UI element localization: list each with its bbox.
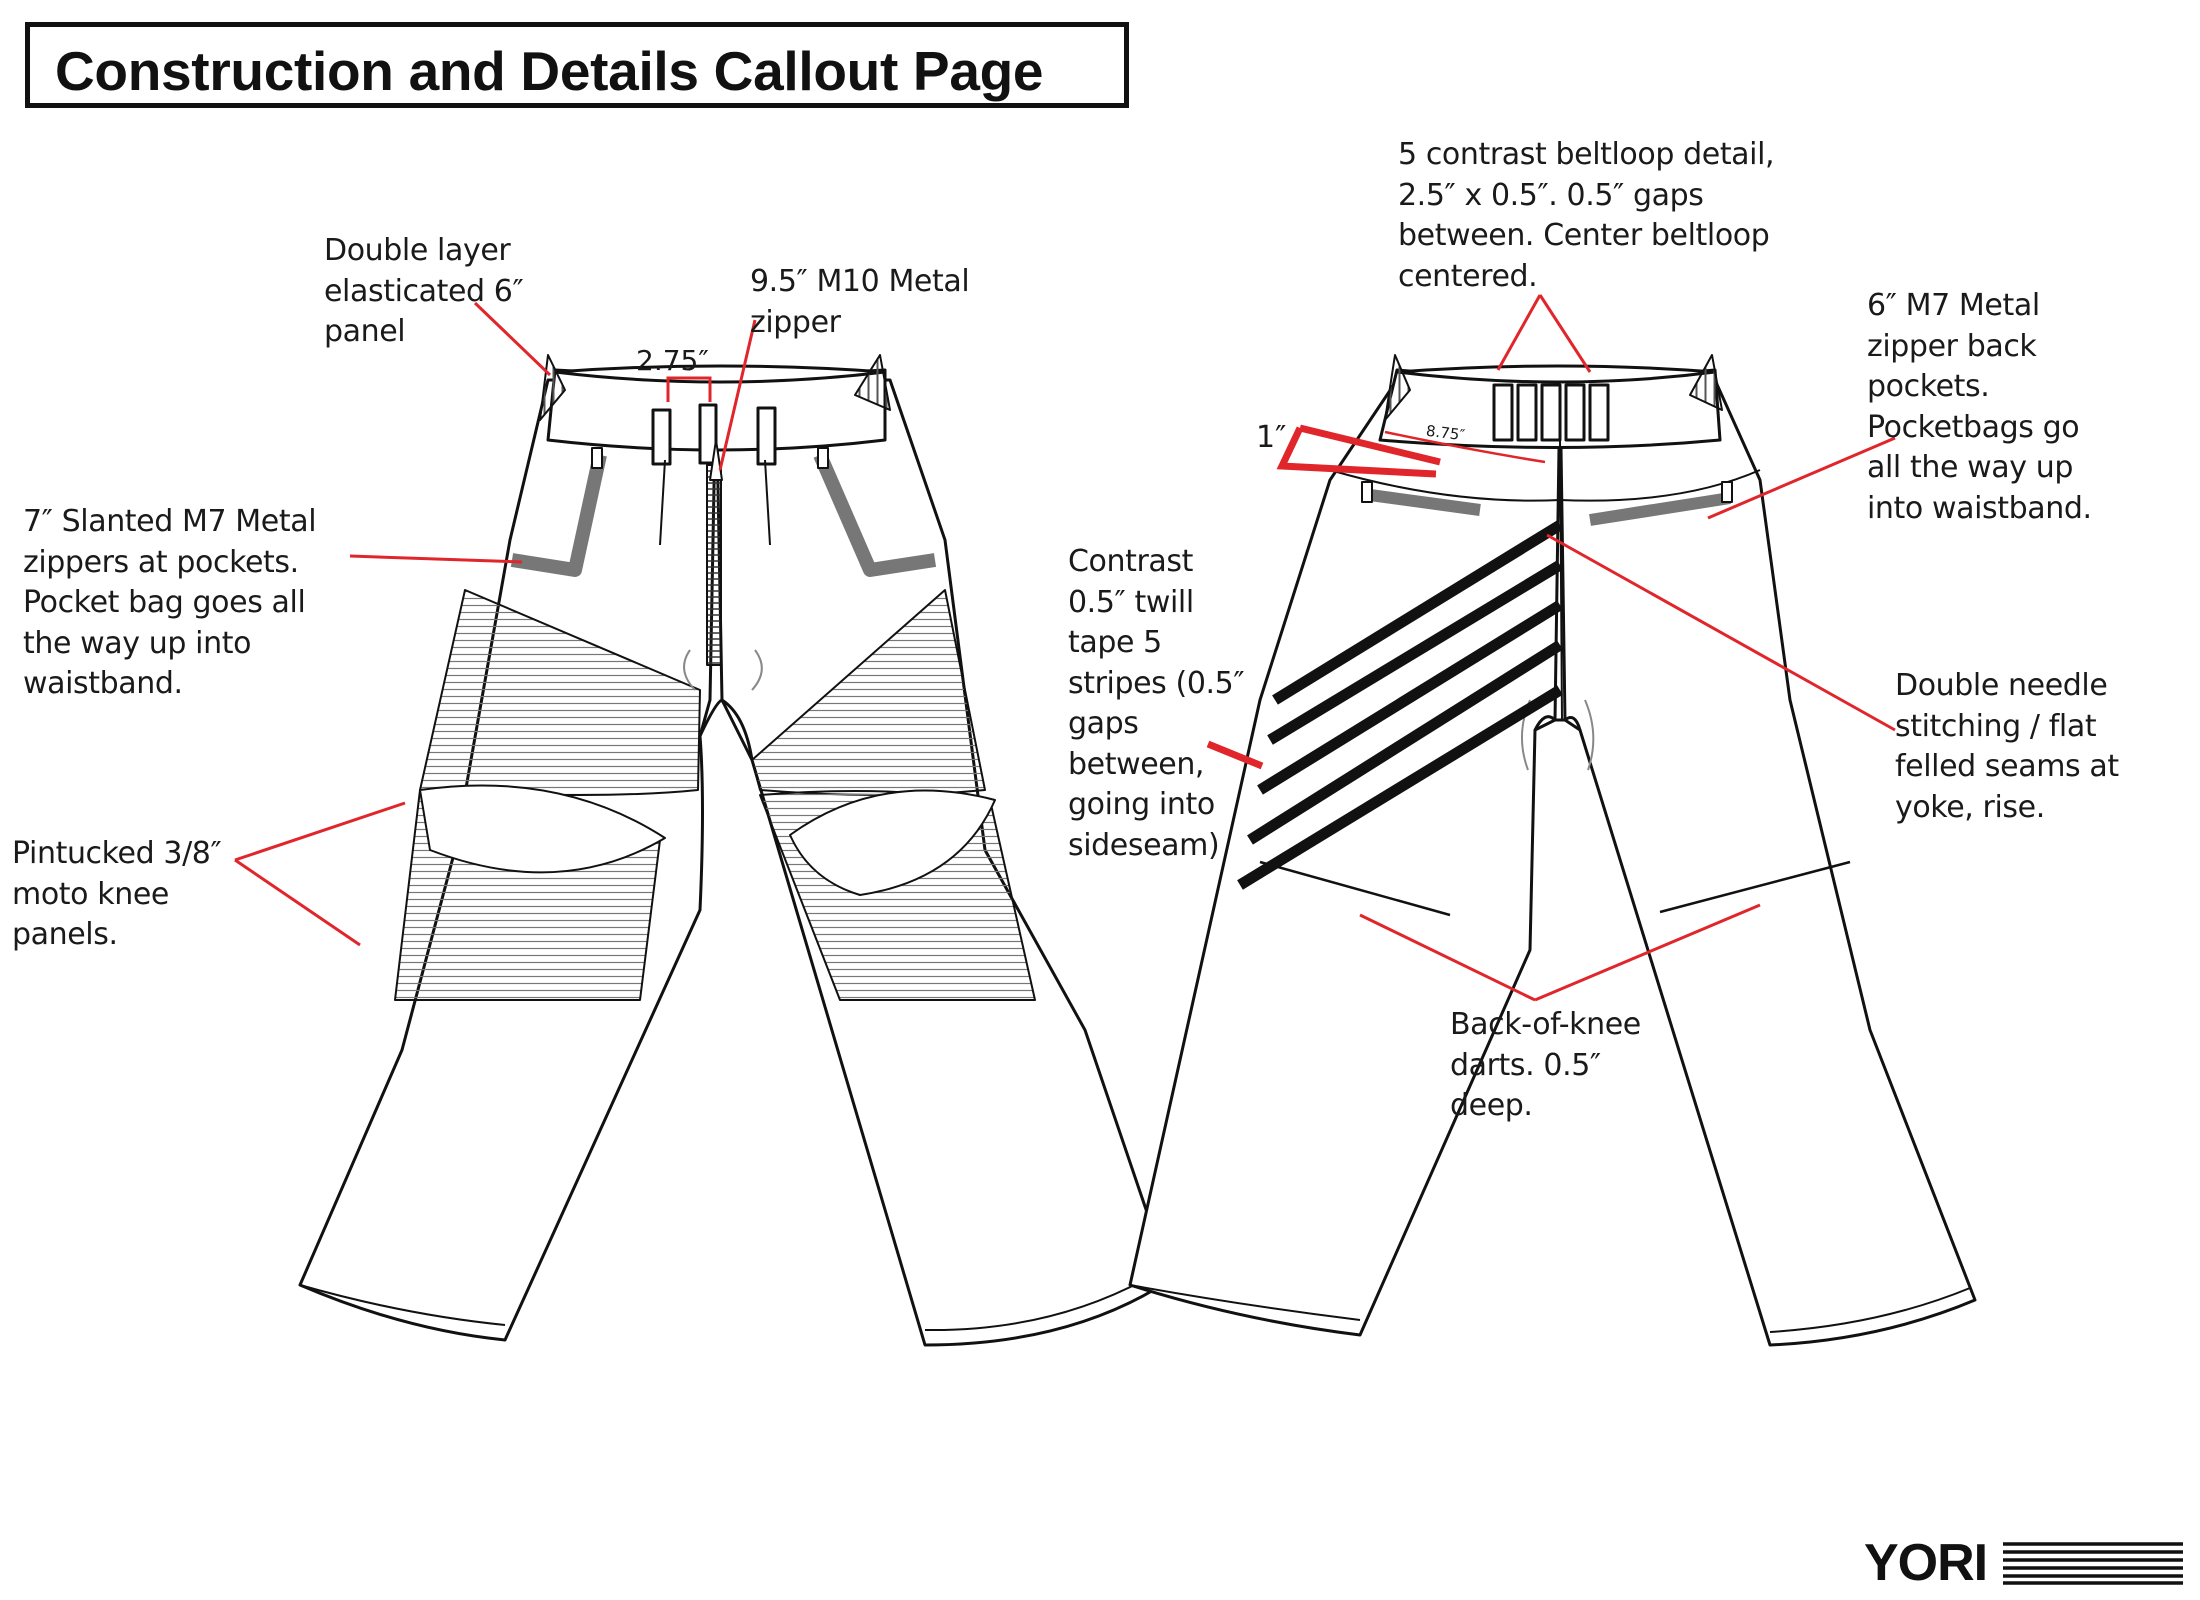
title-box: Construction and Details Callout Page — [25, 22, 1129, 108]
twill-tape-stripes — [1237, 520, 1563, 890]
stripe-3 — [1257, 600, 1563, 795]
front-pants — [298, 354, 1172, 1347]
dimension-stripe-offset: 1″ — [1256, 420, 1287, 455]
dimension-fly-width: 2.75″ — [636, 344, 709, 377]
back-right-leg — [1558, 378, 1977, 1347]
callout-beltloops: 5 contrast beltloop detail,2.5″ x 0.5″. … — [1398, 137, 1775, 294]
page-title: Construction and Details Callout Page — [55, 40, 1044, 102]
stripe-4 — [1247, 640, 1563, 845]
callout-leaders — [234, 294, 1896, 1002]
brand-logo: YORI — [1864, 1534, 1988, 1592]
stripe-1 — [1272, 520, 1563, 705]
back-pants — [1128, 354, 1977, 1347]
stripe-5 — [1237, 685, 1563, 890]
logo-stripes-icon — [2003, 1542, 2183, 1585]
stripe-2 — [1267, 560, 1563, 745]
